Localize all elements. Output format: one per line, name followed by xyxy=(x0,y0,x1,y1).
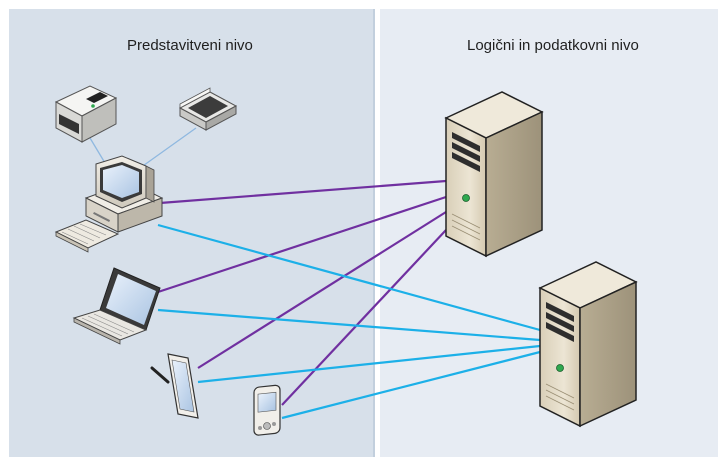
link-pda-server2 xyxy=(281,350,541,420)
link-pda-server1 xyxy=(281,229,447,406)
scanner-icon xyxy=(178,87,238,131)
desktop-computer-icon xyxy=(54,155,164,253)
server-tower-icon xyxy=(538,261,638,428)
link-tablet-server1 xyxy=(197,211,447,369)
link-tablet-server2 xyxy=(197,344,541,384)
connections xyxy=(89,127,541,420)
printer-icon xyxy=(54,85,118,143)
link-pc-server2 xyxy=(157,223,541,332)
pda-icon xyxy=(253,384,281,436)
laptop-icon xyxy=(72,267,161,345)
tablet-icon xyxy=(150,353,199,419)
server-tower-icon xyxy=(444,91,544,258)
link-laptop-server2 xyxy=(157,308,541,342)
link-pc-scanner xyxy=(139,127,197,169)
link-laptop-server1 xyxy=(157,195,447,294)
link-pc-server1 xyxy=(159,179,447,205)
presentation-tier-title: Predstavitveni nivo xyxy=(127,37,253,54)
logic-data-tier-title: Logični in podatkovni nivo xyxy=(467,37,639,54)
